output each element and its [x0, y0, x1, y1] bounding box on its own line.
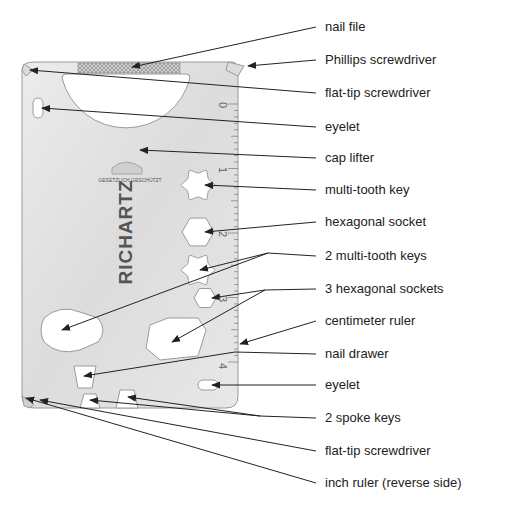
eyelet [33, 98, 43, 118]
brand-name: RICHARTZ [116, 179, 137, 284]
ruler-tick [228, 168, 238, 169]
nail-drawer [74, 366, 96, 388]
ruler-tick [234, 187, 238, 188]
part-label: flat-tip screwdriver [325, 86, 430, 100]
ruler-number: 4 [217, 363, 229, 369]
leader-line [172, 289, 316, 342]
cap-lifter-opening [62, 74, 190, 128]
ruler-number: 3 [217, 295, 229, 301]
leader-line [248, 60, 316, 66]
ruler-tick [234, 226, 238, 227]
leader-line [205, 185, 316, 190]
leader-line [42, 108, 316, 127]
ruler-number: 2 [217, 231, 229, 237]
ruler-tick [234, 310, 238, 311]
leader-line [212, 385, 316, 386]
leader-line [205, 222, 316, 232]
ruler-tick [228, 362, 238, 363]
ruler-tick [234, 142, 238, 143]
leader-lines [26, 27, 316, 483]
ruler-tick [234, 155, 238, 156]
part-label: nail drawer [325, 347, 389, 361]
ruler-tick [234, 278, 238, 279]
part-label: multi-tooth key [325, 183, 410, 197]
ruler-tick [234, 162, 238, 163]
ruler-tick [234, 213, 238, 214]
part-label: 2 multi-tooth keys [325, 249, 427, 263]
leader-line [26, 398, 316, 483]
ruler-tick [234, 129, 238, 130]
ruler-tick [234, 116, 238, 117]
ruler-tick [234, 110, 238, 111]
ruler-tick [234, 349, 238, 350]
part-label: inch ruler (reverse side) [325, 476, 462, 490]
hexagonal-socket-group [146, 318, 206, 360]
ruler-tick [234, 291, 238, 292]
ruler-tick [228, 297, 238, 298]
leader-line [30, 70, 316, 93]
leader-line [132, 27, 316, 67]
ruler-tick [234, 355, 238, 356]
ruler-number: 0 [217, 102, 229, 108]
ruler-tick [234, 284, 238, 285]
part-label: Phillips screwdriver [325, 53, 436, 67]
ruler-tick [234, 123, 238, 124]
leader-line [140, 150, 316, 158]
ruler-tick [231, 329, 238, 330]
ruler-tick [234, 336, 238, 337]
part-label: nail file [325, 20, 365, 34]
ruler-tick [234, 174, 238, 175]
ruler-tick [234, 245, 238, 246]
flat-tip-screwdriver [22, 396, 34, 408]
ruler-tick [234, 239, 238, 240]
ruler-tick [234, 194, 238, 195]
ruler-tick [231, 200, 238, 201]
multi-tooth-key-large [41, 309, 103, 352]
cap-lifter-tooth [112, 162, 142, 174]
ruler-tick [234, 252, 238, 253]
nail-file [78, 63, 180, 73]
ruler-tick [234, 323, 238, 324]
ruler-tick [234, 220, 238, 221]
ruler-tick [231, 136, 238, 137]
ruler-tick [234, 342, 238, 343]
part-label: 3 hexagonal sockets [325, 282, 444, 296]
leader-line [40, 400, 316, 451]
leader-line [240, 321, 316, 344]
ruler-tick [234, 149, 238, 150]
ruler-tick [234, 271, 238, 272]
legal-mark: GESETZLICH GESCHÜTZT [98, 178, 161, 184]
centimeter-ruler-ticks [228, 104, 238, 362]
leader-line [128, 397, 316, 418]
ruler-tick [228, 104, 238, 105]
multi-tooth-key [181, 255, 215, 285]
spoke-key [116, 390, 138, 408]
ruler-tick [234, 181, 238, 182]
ruler-tick [228, 233, 238, 234]
part-label: centimeter ruler [325, 314, 415, 328]
ruler-tick [234, 207, 238, 208]
ruler-number: 1 [217, 166, 229, 172]
part-label: cap lifter [325, 151, 374, 165]
part-label: eyelet [325, 378, 360, 392]
leader-line [84, 352, 316, 376]
part-label: eyelet [325, 120, 360, 134]
leader-line [200, 253, 268, 270]
leader-line [62, 253, 316, 330]
part-label: flat-tip screwdriver [325, 444, 430, 458]
part-label: hexagonal socket [325, 215, 426, 229]
ruler-tick [234, 316, 238, 317]
part-label: 2 spoke keys [325, 411, 401, 425]
ruler-tick [234, 258, 238, 259]
ruler-tick [234, 303, 238, 304]
